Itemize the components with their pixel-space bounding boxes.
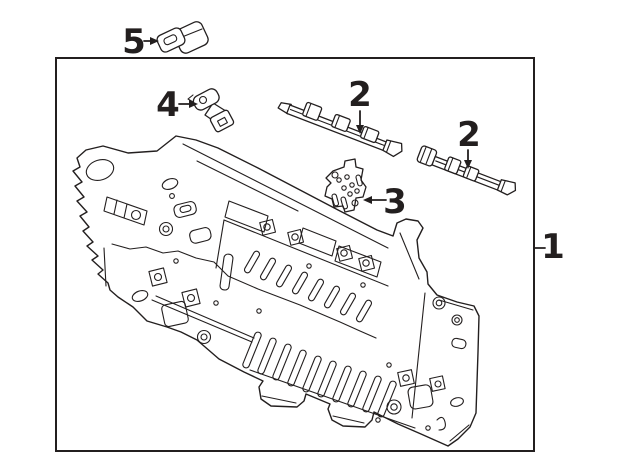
callout-3[interactable]: 3 (363, 182, 407, 222)
part-2-retainer-right-drawing (416, 145, 517, 196)
lower-slot-band (242, 331, 397, 418)
callout-1[interactable]: 1 (533, 227, 565, 267)
callout-2-right-label[interactable]: 2 (457, 115, 481, 155)
callout-4-label[interactable]: 4 (156, 85, 180, 125)
callout-3-arrowhead (363, 196, 372, 204)
rear-body-panel-drawing (72, 135, 480, 447)
callout-5-label[interactable]: 5 (122, 22, 146, 62)
part-5-clip-drawing (156, 21, 209, 54)
part-4-bracket-drawing (187, 88, 235, 133)
part-2-retainer-left-drawing (277, 101, 403, 158)
diagram-frame (55, 57, 535, 452)
callout-2-left[interactable]: 2 (348, 75, 372, 134)
callout-2-right-arrowhead (464, 160, 472, 169)
callout-4-arrowhead (189, 100, 198, 108)
callout-4[interactable]: 4 (156, 85, 198, 125)
callout-3-label[interactable]: 3 (383, 182, 407, 222)
callout-2-right[interactable]: 2 (457, 115, 481, 169)
upper-slot-band (243, 250, 373, 323)
callout-2-left-arrowhead (356, 125, 364, 134)
callout-5[interactable]: 5 (122, 22, 159, 62)
callout-5-arrowhead (150, 37, 159, 45)
part-3-bracket-plate-drawing (324, 158, 367, 213)
callout-1-label[interactable]: 1 (541, 227, 565, 267)
callout-2-left-label[interactable]: 2 (348, 75, 372, 115)
